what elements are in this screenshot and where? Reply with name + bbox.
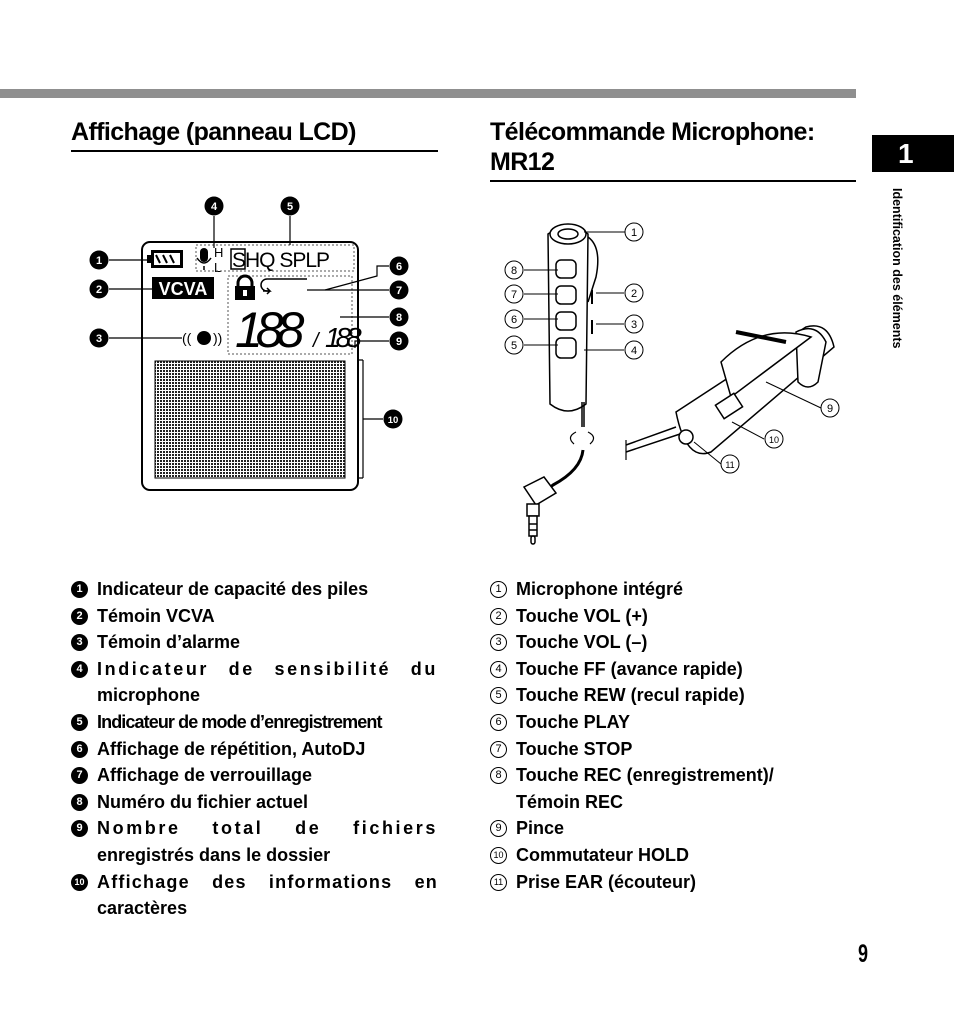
character-display-area: [154, 360, 346, 479]
remote-callout-2: 2: [631, 288, 637, 300]
mic-h-label: H: [214, 245, 223, 260]
mic-l-label: L: [214, 260, 221, 275]
lcd-section-title: Affichage (panneau LCD): [71, 118, 356, 146]
remote-section-title-line1: Télécommande Microphone:: [490, 118, 815, 146]
remote-section-title-line2: MR12: [490, 148, 555, 176]
remote-callout-4: 4: [631, 345, 637, 357]
rec-button: [555, 259, 577, 279]
svg-text:((: ((: [182, 330, 192, 346]
lcd-callout-8: 8: [396, 312, 402, 324]
svg-text:)): )): [213, 330, 222, 346]
title-rule-left: [71, 150, 438, 152]
lcd-callout-9: 9: [396, 336, 402, 348]
digit-separator: /: [311, 330, 321, 352]
top-bar: [0, 89, 856, 98]
page-number: 9: [858, 940, 869, 968]
mic-icon: [196, 248, 212, 270]
stop-button: [555, 285, 577, 305]
lcd-callout-6: 6: [396, 261, 402, 273]
total-files-digits: 188: [325, 322, 362, 353]
battery-icon: [147, 250, 183, 268]
lcd-callout-10: 10: [388, 415, 399, 426]
remote-callout-6: 6: [511, 314, 517, 326]
lcd-callout-4: 4: [211, 201, 218, 213]
remote-callout-11: 11: [725, 460, 734, 470]
play-button: [555, 311, 577, 331]
repeat-icon: [260, 278, 307, 295]
remote-callout-9: 9: [827, 403, 833, 415]
current-file-digits: 188: [235, 302, 305, 358]
remote-callout-8: 8: [511, 265, 517, 277]
ear-jack: [678, 429, 694, 445]
chapter-tab: 1: [872, 135, 954, 172]
rew-ff-button: [555, 337, 577, 359]
title-rule-right: [490, 180, 856, 182]
remote-callout-10: 10: [769, 435, 779, 445]
lcd-diagram: H L SHQ SPLP VCVA 188 / 188 (( )) 1 2 3 …: [89, 196, 409, 491]
lcd-callout-1: 1: [96, 255, 102, 267]
hold-switch: [714, 392, 744, 420]
mini-jack-plug: [522, 476, 558, 545]
lcd-callout-3: 3: [96, 333, 102, 345]
remote-mic-diagram: 1 2 3 4 5 6 7 8 9 10 11: [504, 222, 840, 545]
remote-callout-3: 3: [631, 319, 637, 331]
lcd-callout-2: 2: [96, 284, 102, 296]
section-side-label: Identification des éléments: [890, 188, 904, 349]
remote-callout-1: 1: [631, 227, 637, 239]
lcd-callout-7: 7: [396, 285, 402, 297]
vcva-label: VCVA: [159, 279, 208, 299]
clip: [720, 332, 813, 399]
rec-mode-label: SHQ SPLP: [232, 249, 329, 272]
remote-callout-5: 5: [511, 340, 517, 352]
remote-callout-7: 7: [511, 289, 517, 301]
builtin-mic: [549, 223, 587, 245]
lock-icon: [235, 274, 255, 300]
alarm-icon: (( )): [182, 330, 222, 346]
lcd-callout-5: 5: [287, 201, 293, 213]
